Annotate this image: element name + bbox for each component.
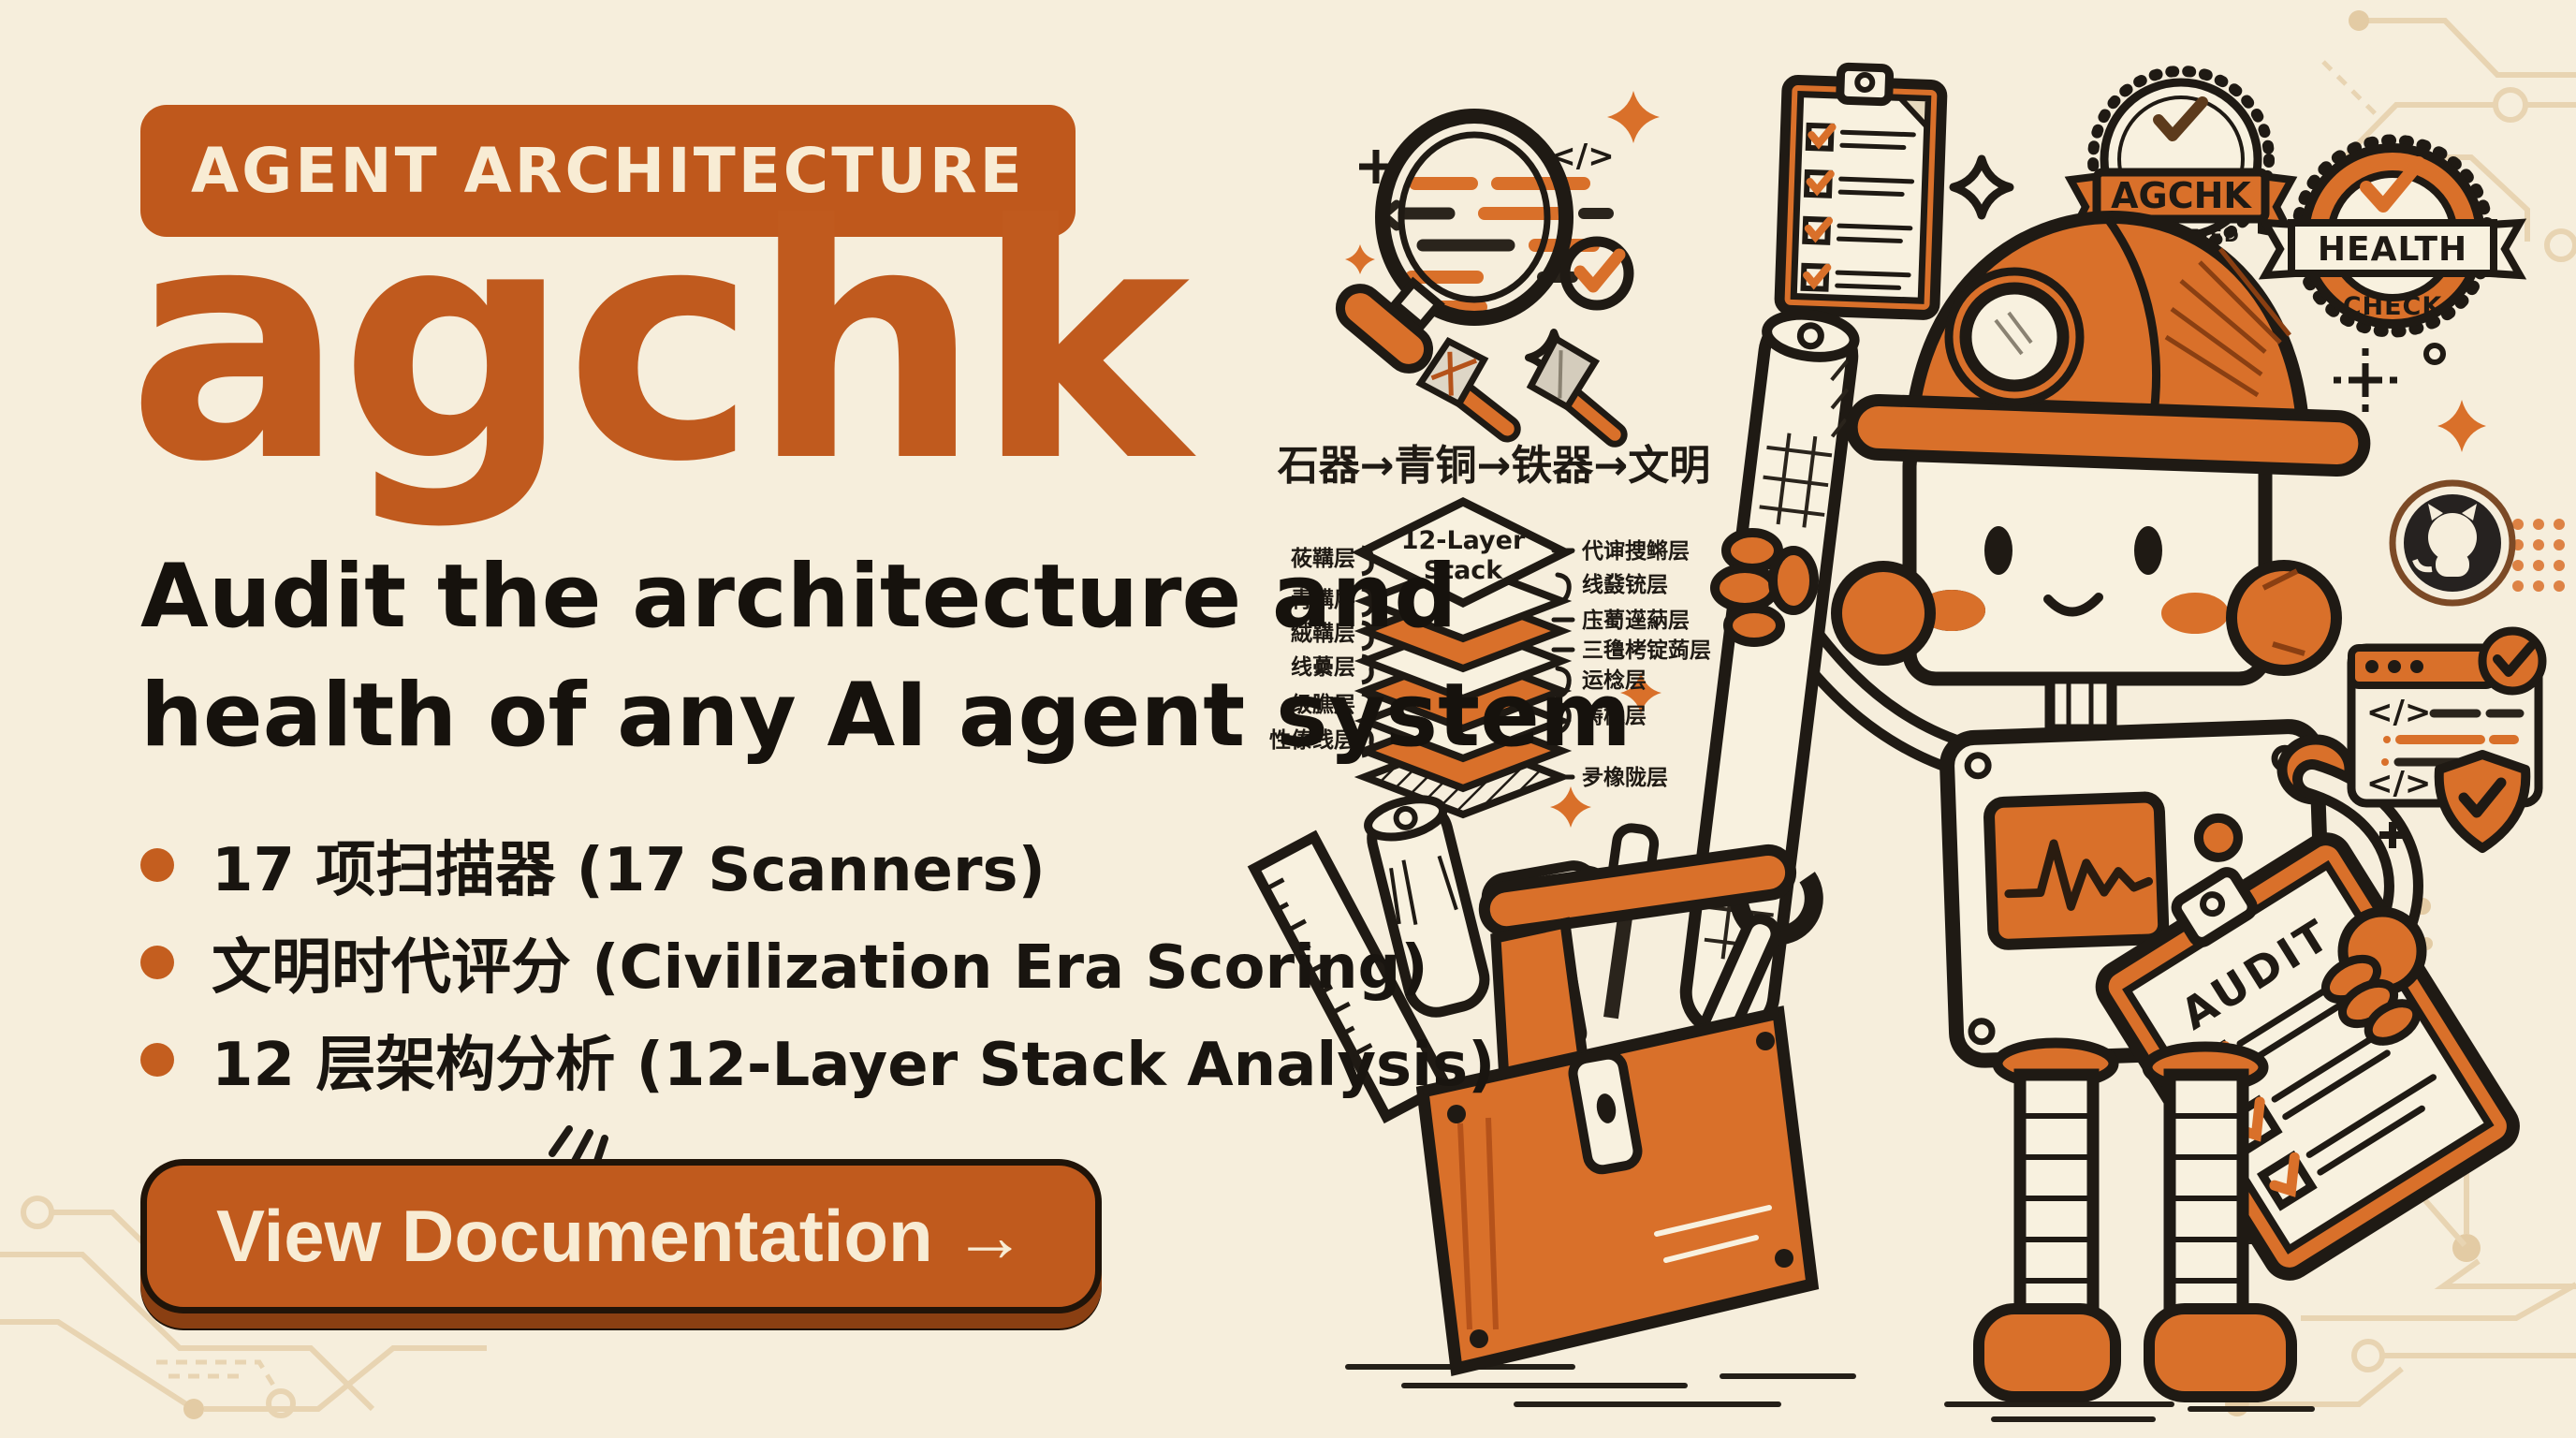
era-progression: 石器→青铜→铁器→文明 (1278, 334, 1711, 490)
heartbeat-line (2004, 839, 2154, 911)
sparkle-icon (1550, 786, 1591, 828)
health-check-badge: HEALTH CHECK (2258, 134, 2527, 338)
svg-text:絨鞲层: 絨鞲层 (1291, 621, 1355, 646)
bullet-dot-icon (140, 946, 174, 979)
feature-list: 17 项扫描器 (17 Scanners) 文明时代评分 (Civilizati… (140, 816, 1495, 1108)
svg-text:莜鞲层: 莜鞲层 (1291, 547, 1355, 571)
stone-axe-icon (1415, 337, 1521, 443)
robot-boot (1973, 1303, 2121, 1402)
check-icon (2153, 96, 2208, 141)
github-icon (2389, 479, 2516, 607)
robot-inspector: AUDIT (1345, 210, 2520, 1422)
chest-screen (1983, 791, 2170, 950)
code-tag-icon: </> (2366, 694, 2431, 731)
kicker-badge: AGENT ARCHITECTURE (140, 105, 1076, 237)
stack-left-labels: 莜鞲层 青鞲层 絨鞲层 线虆层 级膲层 性傣线层 (1269, 545, 1374, 758)
svg-text:线虆层: 线虆层 (1291, 654, 1355, 680)
sparkle-icon (1620, 672, 1661, 713)
paper-roll-icon (1364, 795, 1490, 1018)
metal-axe-icon (1526, 334, 1628, 448)
robot-hand-left (1710, 528, 1819, 647)
plus-icon (2379, 822, 2406, 848)
checklist-clipboard-icon (1774, 62, 1948, 320)
bullet-dot-icon (140, 1043, 174, 1077)
robot-hand-right (2321, 906, 2427, 1046)
code-tag-icon: </> (2366, 765, 2431, 802)
audit-clipboard: AUDIT (2095, 832, 2520, 1281)
feature-text: 17 项扫描器 (17 Scanners) (212, 836, 1046, 905)
svg-text:12-Layer: 12-Layer (1401, 526, 1526, 555)
dot-accent (2423, 343, 2446, 365)
feature-text: 文明时代评分 (Civilization Era Scoring) (212, 933, 1428, 1003)
svg-text:铸橇层: 铸橇层 (1582, 703, 1647, 728)
check-icon (2360, 156, 2425, 213)
svg-text:夛橡陇层: 夛橡陇层 (1582, 765, 1668, 790)
feature-text: 12 层架构分析 (12-Layer Stack Analysis) (212, 1031, 1496, 1100)
robot-legs (1973, 1037, 2297, 1402)
shield-check-icon (2434, 750, 2531, 853)
magnifier-icon (1335, 109, 1573, 374)
view-documentation-button[interactable]: View Documentation → (140, 1159, 1103, 1313)
robot-eye (2134, 526, 2162, 575)
svg-text:CHECK: CHECK (2343, 292, 2443, 321)
svg-text:代谉捜鳉层: 代谉捜鳉层 (1581, 538, 1690, 564)
robot-boot (2144, 1303, 2297, 1402)
headlamp-icon (1959, 282, 2070, 392)
robot-cheek (2161, 593, 2229, 634)
svg-text:庒薥遳蒳层: 庒薥遳蒳层 (1582, 608, 1690, 633)
svg-text:青鞲层: 青鞲层 (1291, 588, 1355, 612)
ruler-icon (1247, 829, 1453, 1124)
code-window-card: </> </> (2347, 626, 2547, 853)
sparkle-icon (1345, 244, 1375, 274)
page-title: agchk (127, 157, 1190, 533)
svg-text:HEALTH: HEALTH (2318, 230, 2467, 269)
robot-smile (2043, 593, 2103, 617)
robot-ear-muff (2226, 560, 2342, 676)
svg-text:线鼗铳层: 线鼗铳层 (1582, 572, 1668, 597)
stack-diagram: 12-Layer Stack 莜鞲层 青鞲层 絨鞲层 线虆层 级膲层 性傣线层 (1269, 496, 1711, 819)
svg-text:Stack: Stack (1424, 556, 1504, 585)
svg-text:性傣线层: 性傣线层 (1269, 727, 1355, 753)
orange-dot-grid (2512, 519, 2565, 592)
hard-hat-icon (1845, 210, 2371, 477)
robot-eye (1984, 526, 2012, 575)
chest-button (2193, 813, 2243, 862)
magnifier-code-scan: </> (1335, 109, 1634, 374)
toolbox-icon (1247, 795, 1823, 1377)
list-item: 12 层架构分析 (12-Layer Stack Analysis) (140, 1011, 1495, 1108)
subtitle-line-1: Audit the architecture and (140, 546, 1457, 648)
list-item: 17 项扫描器 (17 Scanners) (140, 816, 1495, 914)
svg-text:三氇栲锭蒟层: 三氇栲锭蒟层 (1582, 638, 1711, 663)
check-circle-icon (1559, 236, 1634, 311)
sparkle-icon (2437, 400, 2486, 452)
svg-text:级膲层: 级膲层 (1291, 692, 1355, 717)
plus-icon (2334, 348, 2397, 412)
subtitle-line-2: health of any AI agent system (140, 664, 1632, 767)
svg-text:AGCHK: AGCHK (2111, 175, 2252, 216)
robot-head (1902, 433, 2273, 686)
svg-text:运棯层: 运棯层 (1582, 668, 1647, 693)
code-lines (1377, 177, 1614, 314)
sparkle-icon (1607, 91, 1660, 143)
subtitle: Audit the architecture and health of any… (140, 538, 1632, 776)
sparkle-icon (1949, 154, 2014, 220)
bullet-dot-icon (140, 848, 174, 882)
stack-right-labels: 代谉捜鳉层 线鼗铳层 庒薥遳蒳层 三氇栲锭蒟层 运棯层 铸橇层 夛橡陇层 (1551, 538, 1711, 790)
robot-ear-muff (1831, 561, 1936, 666)
svg-text:石器→青铜→铁器→文明: 石器→青铜→铁器→文明 (1278, 442, 1711, 490)
list-item: 文明时代评分 (Civilization Era Scoring) (140, 914, 1495, 1011)
